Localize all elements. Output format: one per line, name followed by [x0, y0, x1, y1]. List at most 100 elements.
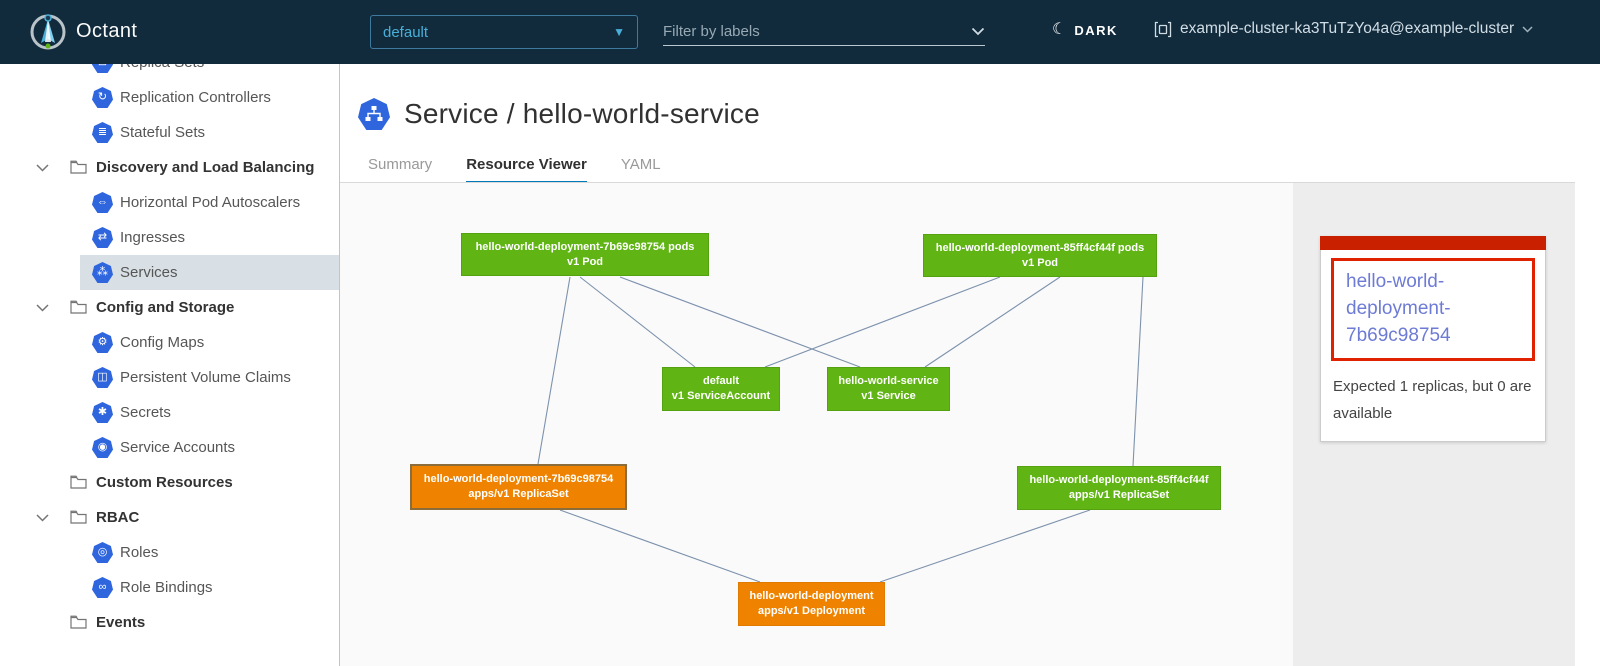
sidebar-item-custom-resources[interactable]: Custom Resources [0, 465, 339, 500]
chevron-down-icon[interactable] [36, 164, 49, 172]
hpa-icon: ⇔ [92, 192, 113, 213]
node-kind: apps/v1 ReplicaSet [468, 488, 569, 500]
graph-edges [537, 276, 1144, 583]
sidebar-item-discovery-and-load-balancing[interactable]: Discovery and Load Balancing [0, 150, 339, 185]
cluster-selector[interactable]: example-cluster-ka3TuTzYo4a@example-clus… [1154, 20, 1533, 38]
page-title: Service / hello-world-service [358, 98, 760, 130]
tab-divider [340, 182, 1575, 183]
service-icon: ⁂ [92, 262, 113, 283]
sidebar-item-label: Horizontal Pod Autoscalers [120, 194, 301, 211]
sidebar-item-label: Persistent Volume Claims [120, 369, 291, 386]
sidebar-item-role-bindings[interactable]: ∞ Role Bindings [0, 570, 339, 605]
graph-edge [1132, 276, 1144, 467]
pvc-icon: ◫ [92, 367, 113, 388]
folder-icon [70, 510, 87, 524]
graph-node-replicaset-7b69c98754[interactable]: hello-world-deployment-7b69c98754 apps/v1… [410, 464, 627, 510]
sidebar-item-stateful-sets[interactable]: ≣Stateful Sets [0, 115, 339, 150]
sidebar-item-services[interactable]: ⁂ Services [0, 255, 339, 290]
top-bar: Octant default ▼ ☾ DARK example-cluster-… [0, 0, 1600, 64]
sidebar-item-config-maps[interactable]: ⚙ Config Maps [0, 325, 339, 360]
sidebar-nav-panel: ⊞ Replica Sets ↻Replication Controllers≣St… [0, 64, 340, 666]
sidebar-item-label: Events [96, 614, 146, 631]
ingress-icon: ⇄ [92, 227, 113, 248]
status-card-message: Expected 1 replicas, but 0 are available [1333, 377, 1532, 422]
sidebar-item-secrets[interactable]: ✱Secrets [0, 395, 339, 430]
tab-resource-viewer[interactable]: Resource Viewer [466, 156, 587, 184]
sidebar-item-label: Config and Storage [96, 299, 235, 316]
sidebar-item-label: Services [120, 264, 178, 281]
namespace-dropdown-value: default [383, 23, 429, 41]
sidebar-item-rbac[interactable]: RBAC [0, 500, 339, 535]
graph-node-deployment-hello-world[interactable]: hello-world-deployment apps/v1 Deployment [738, 582, 885, 626]
dark-mode-toggle[interactable]: ☾ DARK [1052, 22, 1118, 38]
resource-graph: hello-world-deployment-7b69c98754 pods v1… [340, 183, 1293, 666]
status-card: hello-world-deployment-7b69c98754 Expect… [1320, 236, 1546, 442]
sidebar-item-label: Ingresses [120, 229, 186, 246]
sidebar-item-label: Stateful Sets [120, 124, 206, 141]
secret-icon: ✱ [92, 402, 113, 423]
sidebar-item-label: Custom Resources [96, 474, 233, 491]
service-account-icon: ◉ [92, 437, 113, 458]
sidebar-item-roles[interactable]: ◎ Roles [0, 535, 339, 570]
graph-edge [537, 276, 571, 465]
filter-chevron-icon[interactable] [971, 27, 985, 36]
graph-node-pods-7b69c98754[interactable]: hello-world-deployment-7b69c98754 pods v1… [461, 233, 709, 276]
role-binding-icon: ∞ [92, 577, 113, 598]
replica-set-icon: ⊞ [92, 64, 113, 73]
sidebar-item-config-and-storage[interactable]: Config and Storage [0, 290, 339, 325]
sidebar-item-label: RBAC [96, 509, 140, 526]
sidebar-item-events[interactable]: Events [0, 605, 339, 640]
tab-yaml[interactable]: YAML [620, 156, 661, 173]
node-kind: v1 Service [861, 390, 916, 402]
folder-icon [70, 300, 87, 314]
selected-row-highlight [80, 255, 339, 290]
sidebar-item-persistent-volume-claims[interactable]: ◫ Persistent Volume Claims [0, 360, 339, 395]
sidebar-item-replication-controllers[interactable]: ↻Replication Controllers [0, 80, 339, 115]
graph-edge [879, 509, 1091, 583]
node-name: hello-world-deployment-7b69c98754 pods [475, 240, 695, 253]
graph-edge [579, 276, 696, 368]
status-card-body: hello-world-deployment-7b69c98754 Expect… [1320, 250, 1546, 442]
node-name: hello-world-service [838, 375, 939, 388]
sidebar-item-service-accounts[interactable]: ◉ Service Accounts [0, 430, 339, 465]
replication-controller-icon: ↻ [92, 87, 113, 108]
folder-icon [70, 475, 87, 489]
node-kind: v1 Pod [566, 255, 604, 268]
graph-node-service-hello-world-service[interactable]: hello-world-service v1 Service [827, 367, 950, 411]
sidebar-item-replica-sets[interactable]: ⊞ Replica Sets [0, 64, 339, 80]
cluster-chevron-icon [1522, 25, 1533, 33]
graph-edge [619, 276, 861, 368]
sidebar-item-label: Role Bindings [120, 579, 213, 596]
sidebar-item-label: Service Accounts [120, 439, 236, 456]
chevron-down-icon[interactable] [36, 304, 49, 312]
sidebar-item-ingresses[interactable]: ⇄ Ingresses [0, 220, 339, 255]
app-title: Octant [76, 20, 138, 42]
tab-bar: Summary Resource Viewer YAML [368, 156, 661, 184]
node-name: hello-world-deployment [749, 590, 874, 603]
graph-edge [924, 276, 1061, 368]
chevron-down-icon[interactable] [36, 514, 49, 522]
folder-icon [70, 615, 87, 629]
sidebar-item-horizontal-pod-autoscalers[interactable]: ⇔ Horizontal Pod Autoscalers [0, 185, 339, 220]
graph-edge [764, 276, 1001, 368]
label-filter-input[interactable] [663, 23, 971, 40]
sidebar-item-label: Roles [120, 544, 159, 561]
resource-link[interactable]: hello-world-deployment-7b69c98754 [1346, 271, 1451, 346]
node-name: hello-world-deployment-7b69c98754 [423, 473, 614, 486]
graph-edge [559, 509, 761, 583]
namespace-dropdown[interactable]: default ▼ [370, 15, 638, 49]
sidebar-item-label: Config Maps [120, 334, 205, 351]
sidebar-item-label: Replica Sets [120, 64, 204, 71]
status-card-title-box: hello-world-deployment-7b69c98754 [1331, 258, 1535, 361]
node-name: default [702, 375, 740, 388]
config-map-icon: ⚙ [92, 332, 113, 353]
role-icon: ◎ [92, 542, 113, 563]
sidebar-item-label: Discovery and Load Balancing [96, 159, 315, 176]
octant-logo-icon [30, 14, 66, 50]
detail-panel: hello-world-deployment-7b69c98754 Expect… [1293, 183, 1575, 666]
node-kind: apps/v1 Deployment [758, 605, 865, 617]
tab-summary[interactable]: Summary [368, 156, 433, 173]
